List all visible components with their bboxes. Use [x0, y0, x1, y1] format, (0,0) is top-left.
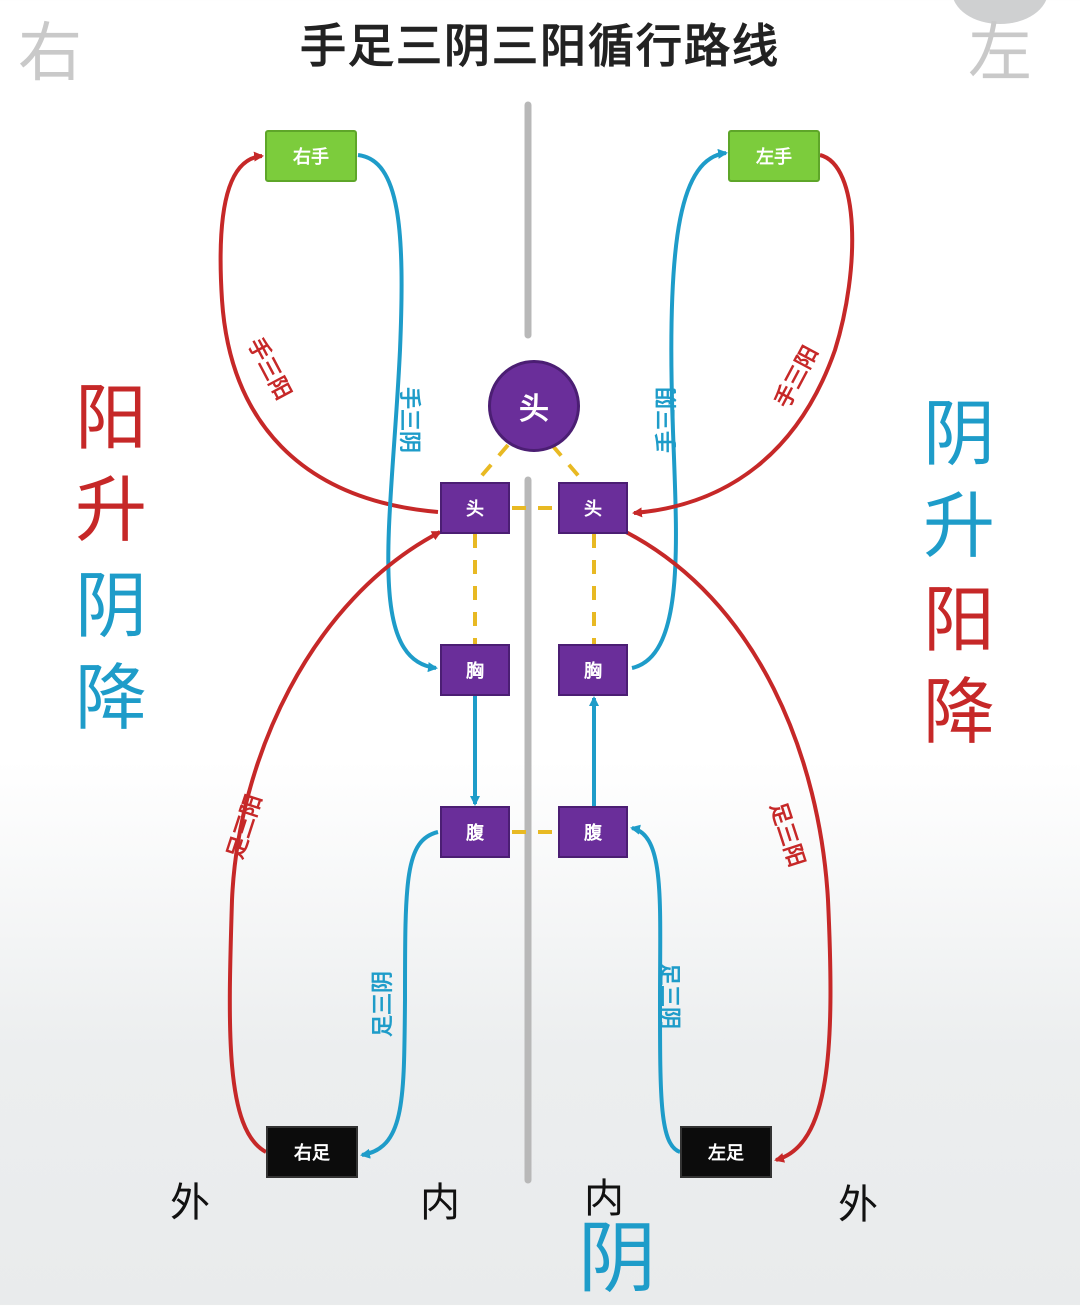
label-inner-right: 内: [420, 1180, 460, 1226]
left-foot-node: 左足: [680, 1126, 772, 1178]
foot-yang-left-path: [621, 528, 833, 1163]
side-char: 降: [74, 656, 147, 740]
foot-yin-left-path: [630, 824, 681, 1154]
diagram-title: 手足三阴三阳循行路线: [300, 19, 780, 73]
corner-label-right: 右: [18, 17, 82, 91]
label-outer-left: 外: [838, 1182, 878, 1228]
chest-node-right: 胸: [440, 644, 510, 696]
abdomen-node-right: 腹: [440, 806, 510, 858]
hand-yang-right-path: [218, 151, 439, 514]
side-char: 升: [74, 468, 147, 552]
side-char: 阳: [922, 578, 995, 662]
head-node-left: 头: [558, 482, 628, 534]
left-hand-node: 左手: [728, 130, 820, 182]
connector-head-circle-right: [476, 443, 510, 482]
corner-label-left: 左: [968, 17, 1032, 91]
label-hand-yin-right: 手三阴: [396, 386, 422, 454]
label-foot-yin-right: 足三阴: [371, 970, 397, 1038]
label-yin-bottom: 阴: [578, 1214, 657, 1304]
label-outer-right: 外: [170, 1180, 210, 1226]
label-foot-yin-left: 足三阴: [656, 962, 682, 1030]
foot-yang-right-path: [227, 530, 442, 1154]
right-hand-node: 右手: [265, 130, 357, 182]
hand-yang-left-path: [632, 153, 855, 518]
side-char: 阳: [74, 376, 147, 460]
head-circle-node: 头: [488, 360, 580, 452]
label-inner-left: 内: [584, 1176, 624, 1222]
label-hand-yin-left: 手三阴: [655, 386, 681, 454]
connector-head-circle-left: [550, 443, 584, 482]
hand-yin-right-path: [357, 153, 438, 673]
side-char: 阴: [922, 392, 995, 476]
hand-yin-left-path: [631, 148, 728, 670]
side-char: 升: [922, 484, 995, 568]
side-char: 阴: [74, 564, 147, 648]
foot-yin-right-path: [360, 830, 439, 1159]
side-char: 降: [922, 670, 995, 754]
head-node-right: 头: [440, 482, 510, 534]
chest-node-left: 胸: [558, 644, 628, 696]
abdomen-node-left: 腹: [558, 806, 628, 858]
right-foot-node: 右足: [266, 1126, 358, 1178]
